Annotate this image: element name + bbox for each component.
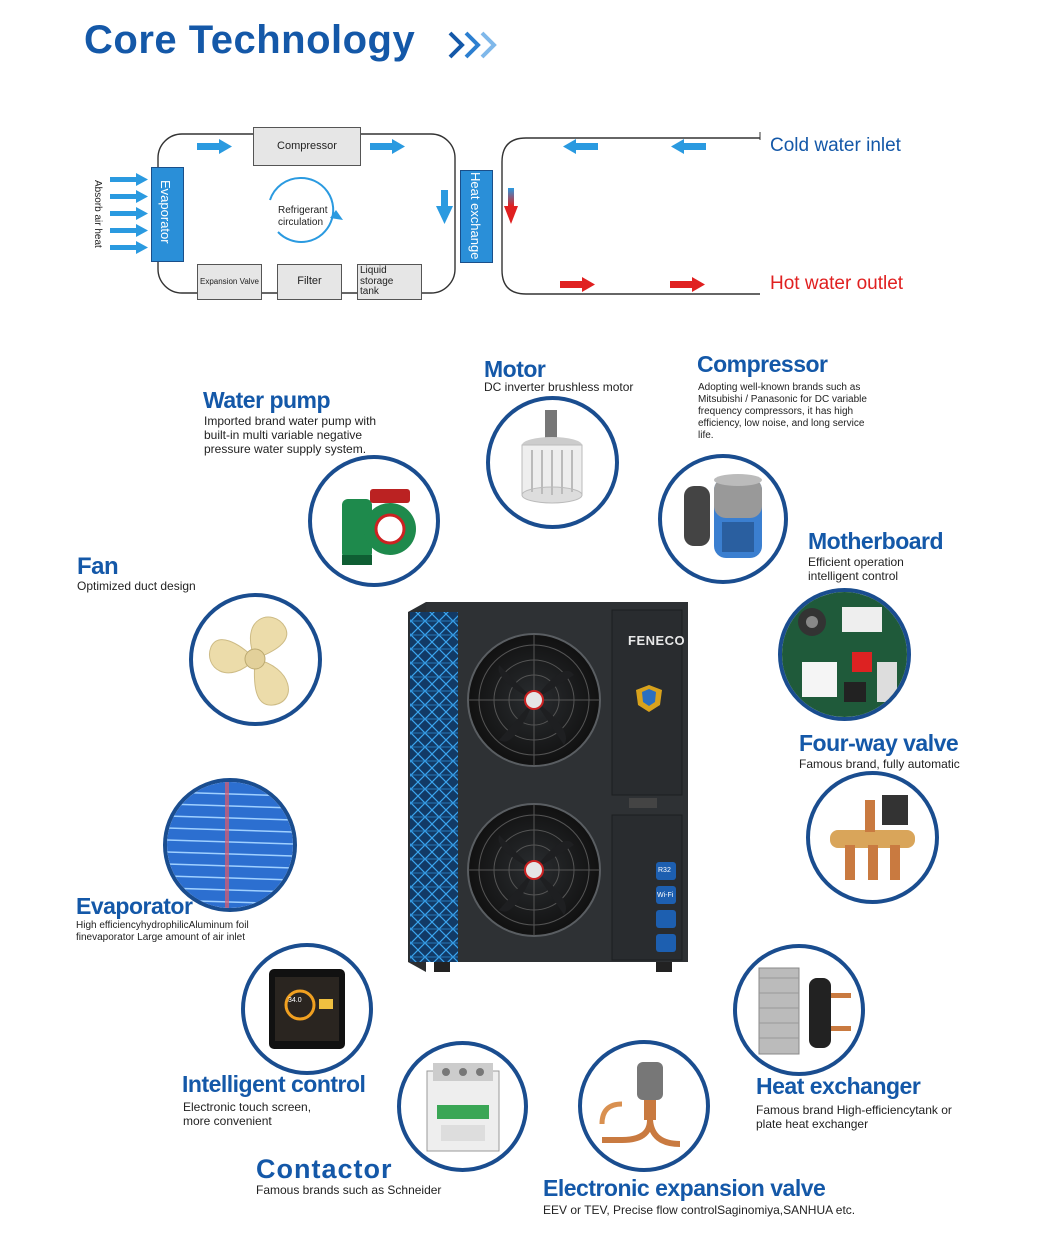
contactor-title: Contactor (256, 1154, 393, 1184)
touch-screen-icon (269, 969, 345, 1049)
water-pump-image (308, 455, 440, 587)
contactor-desc: Famous brands such as Schneider (256, 1183, 442, 1197)
eev-image (578, 1040, 710, 1172)
heat-exchanger-desc-2: plate heat exchanger (756, 1117, 869, 1131)
four-way-valve-title: Four-way valve (799, 730, 959, 756)
plate-heat-exchanger-icon (758, 967, 851, 1055)
heat-exchanger-desc-1: Famous brand High-efficiencytank or (756, 1103, 952, 1117)
compressor-desc-1: Adopting well-known brands such as (698, 382, 861, 393)
fan-image (189, 593, 322, 726)
eev-desc: EEV or TEV, Precise flow controlSaginomi… (543, 1203, 856, 1217)
refrigerant-cycle-diagram (110, 132, 761, 295)
compressor-box: Compressor (253, 127, 361, 166)
heat-exchanger-title: Heat exchanger (756, 1073, 921, 1099)
liquid-storage-tank-box: Liquid storage tank (357, 264, 422, 300)
evaporator-desc: High efficiencyhydrophilicAluminum foil … (76, 920, 249, 944)
refrigerant-circulation-label: Refrigerant circulation (278, 205, 327, 229)
circuit-board-icon (782, 592, 907, 717)
motherboard-desc-1: Efficient operation (808, 555, 904, 569)
motherboard-desc: Efficient operation intelligent control (808, 555, 904, 583)
contactor-icon (426, 1063, 500, 1152)
contactor-image (397, 1041, 528, 1172)
evaporator-fin-icon (167, 782, 293, 908)
compressor-desc: Adopting well-known brands such as Mitsu… (698, 382, 910, 442)
unit-r32-badge: R32 (658, 867, 671, 874)
compressor-desc-2: Mitsubishi / Panasonic for DC variable (698, 394, 867, 405)
evaporator-label: Evaporator (158, 180, 173, 244)
liquid-tank-line-1: Liquid storage (360, 265, 394, 287)
absorb-air-heat-label: Absorb air heat (92, 180, 103, 248)
water-pump-desc-3: pressure water supply system. (204, 442, 367, 456)
motor-icon (521, 410, 583, 504)
refrigerant-line-2: circulation (278, 217, 324, 228)
evaporator-desc-2: finevaporator Large amount of air inlet (76, 932, 245, 943)
evaporator-image (163, 778, 297, 912)
water-pump-desc-2: built-in multi variable negative (204, 428, 363, 442)
valve-icon (830, 795, 915, 880)
four-way-valve-image (806, 771, 939, 904)
water-pump-desc: Imported brand water pump with built-in … (204, 414, 376, 456)
control-screen-temp: 34.0 (288, 997, 302, 1004)
eev-title: Electronic expansion valve (543, 1175, 826, 1201)
heat-pump-unit-image (408, 602, 688, 972)
intelligent-control-title: Intelligent control (182, 1071, 366, 1097)
refrigerant-line-1: Refrigerant (278, 205, 328, 216)
four-way-valve-desc: Famous brand, fully automatic (799, 757, 960, 771)
heat-exchanger-image (733, 944, 865, 1076)
motherboard-image (778, 588, 911, 721)
heat-exchanger-desc: Famous brand High-efficiencytank or plat… (756, 1103, 952, 1131)
filter-box: Filter (277, 264, 342, 300)
water-pump-icon (342, 489, 416, 565)
expansion-valve-box: Expansion Valve (197, 264, 262, 300)
compressor-desc-3: frequency compressors, it has high (698, 406, 854, 417)
evaporator-title: Evaporator (76, 893, 193, 919)
fan-title: Fan (77, 553, 119, 580)
fan-icon (209, 616, 289, 706)
intelligent-control-image (241, 943, 373, 1075)
fan-desc: Optimized duct design (77, 579, 196, 593)
intelligent-control-desc-1: Electronic touch screen, (183, 1100, 312, 1114)
motherboard-title: Motherboard (808, 528, 944, 554)
evaporator-desc-1: High efficiencyhydrophilicAluminum foil (76, 920, 249, 931)
evaporator-bar (151, 167, 184, 262)
unit-wifi-badge: Wi-Fi (657, 892, 674, 899)
unit-brand-logo: FENECO (628, 633, 686, 648)
compressor-image (658, 454, 788, 584)
motor-desc: DC inverter brushless motor (484, 380, 634, 394)
water-pump-desc-1: Imported brand water pump with (204, 414, 377, 428)
heat-exchange-bar (460, 170, 493, 263)
expansion-valve-icon (599, 1062, 681, 1147)
water-pump-title: Water pump (203, 387, 331, 413)
intelligent-control-desc: Electronic touch screen, more convenient (183, 1100, 311, 1128)
compressor-desc-5: life. (698, 430, 714, 441)
motor-title: Motor (484, 356, 546, 382)
heat-exchange-label: Heat exchange (468, 172, 483, 260)
chevron-right-icon (448, 31, 497, 59)
compressor-icon (684, 474, 762, 558)
motor-image (486, 396, 619, 529)
liquid-tank-line-2: tank (360, 286, 379, 298)
motherboard-desc-2: intelligent control (808, 569, 899, 583)
cold-water-inlet-label: Cold water inlet (770, 135, 901, 156)
compressor-desc-4: efficiency, low noise, and long service (698, 418, 865, 429)
hot-water-outlet-label: Hot water outlet (770, 273, 904, 294)
page-title: Core Technology (84, 18, 416, 62)
intelligent-control-desc-2: more convenient (183, 1114, 272, 1128)
compressor-title: Compressor (697, 351, 828, 377)
